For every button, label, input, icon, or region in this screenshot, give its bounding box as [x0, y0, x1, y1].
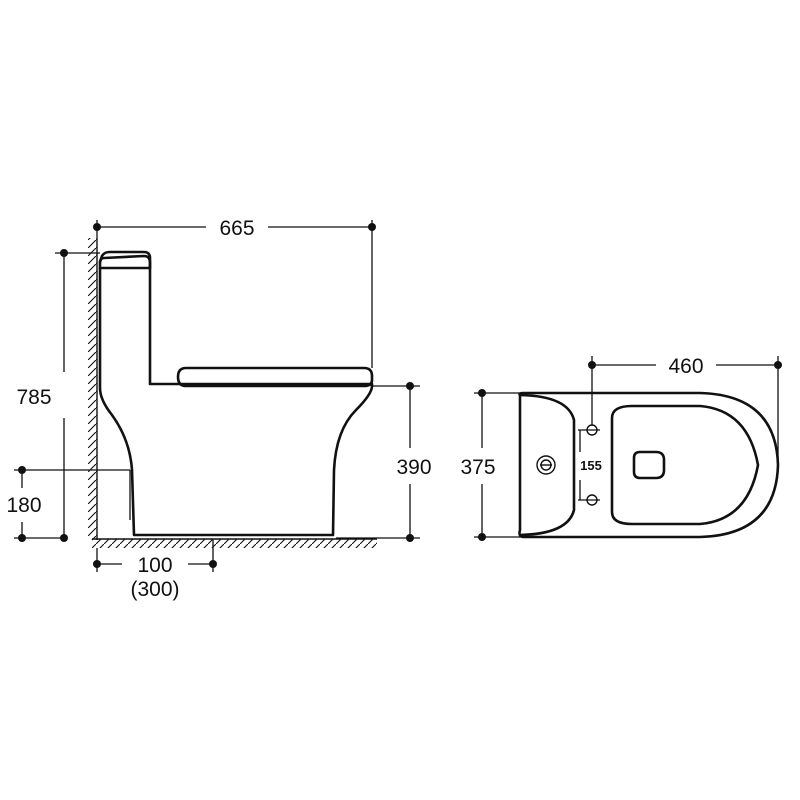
rough-in-alt-label: (300)	[130, 578, 179, 601]
dim-seat-height: 390	[336, 382, 432, 542]
toilet-side-elevation	[98, 254, 374, 537]
rough-in-distance-label: 100	[137, 554, 172, 577]
seat-lid	[176, 366, 374, 388]
floor-hatching	[92, 539, 377, 548]
bowl-drain	[632, 450, 666, 480]
dim-rough-in-distance: 100 (300)	[93, 540, 217, 601]
overall-length-label: 460	[668, 355, 703, 378]
toilet-plan-view	[518, 391, 780, 539]
dim-rough-in-height: 180	[6, 466, 130, 542]
top-view: 155	[518, 391, 780, 539]
tank-lid	[98, 250, 152, 270]
dim-overall-length: 460	[588, 355, 782, 465]
overall-depth-label: 665	[219, 217, 254, 240]
seat-height-label: 390	[396, 456, 431, 479]
side-view	[88, 238, 377, 548]
seat-opening	[610, 404, 760, 526]
wall-hatching	[88, 238, 97, 540]
dim-overall-width: 375	[460, 389, 524, 541]
flush-button-icon	[536, 455, 556, 475]
dim-overall-depth: 665	[93, 217, 376, 368]
overall-height-label: 785	[16, 386, 51, 409]
tank-outline	[518, 393, 576, 537]
bolt-spacing-label: 155	[580, 458, 602, 473]
rough-in-height-label: 180	[6, 494, 41, 517]
overall-width-label: 375	[460, 456, 495, 479]
dim-overall-height: 785	[16, 249, 100, 542]
